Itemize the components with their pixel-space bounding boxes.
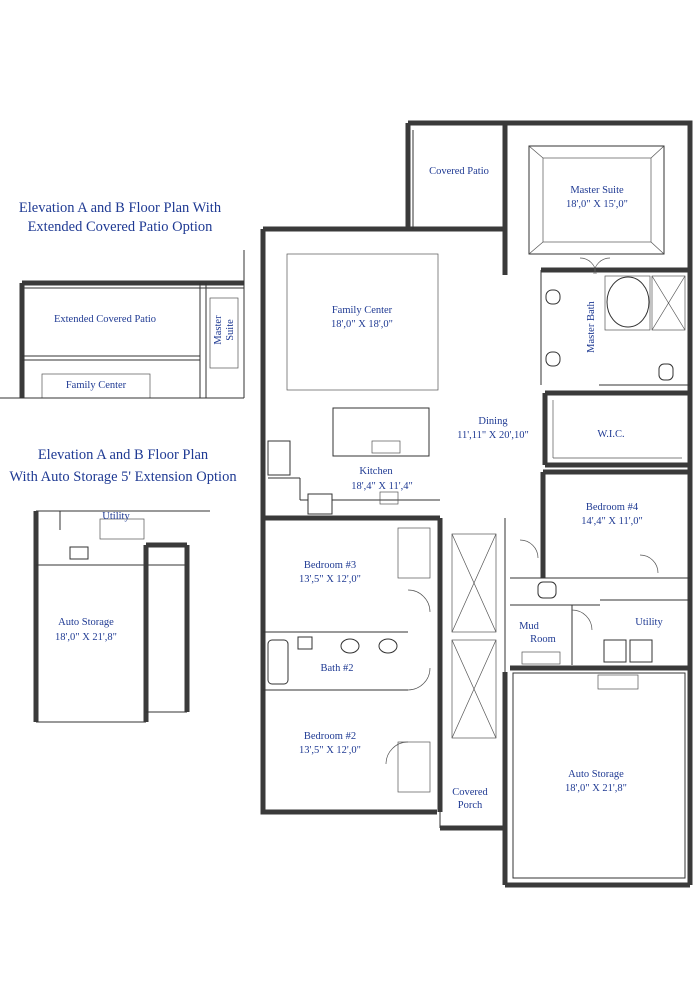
label-inset-master-1: Master <box>213 315 224 345</box>
label-utility: Utility <box>635 617 663 628</box>
label-covered-patio: Covered Patio <box>429 166 489 177</box>
label-master-bath: Master Bath <box>586 300 597 352</box>
label-bedroom-2: Bedroom #2 <box>304 731 356 742</box>
title-patio-option-2: Extended Covered Patio Option <box>28 219 214 235</box>
inset-auto-storage: Utility Auto Storage 18',0" X 21',8" <box>33 510 210 723</box>
label-dining-dim: 11',11" X 20',10" <box>457 430 529 441</box>
label-bedroom-2-dim: 13',5" X 12',0" <box>299 745 361 756</box>
label-dining: Dining <box>478 416 508 427</box>
label-inset-auto-storage-dim: 18',0" X 21',8" <box>55 632 117 643</box>
label-bedroom-4: Bedroom #4 <box>586 502 639 513</box>
label-wic: W.I.C. <box>597 429 624 440</box>
label-kitchen: Kitchen <box>359 466 393 477</box>
label-inset-auto-storage: Auto Storage <box>58 617 114 628</box>
label-kitchen-dim: 18',4" X 11',4" <box>351 481 413 492</box>
label-covered-porch-2: Porch <box>458 800 483 811</box>
title-storage-option-1: Elevation A and B Floor Plan <box>38 447 209 463</box>
label-bedroom-3: Bedroom #3 <box>304 560 356 571</box>
label-bath-2: Bath #2 <box>321 663 354 674</box>
label-covered-porch-1: Covered <box>452 787 488 798</box>
label-master-suite-dim: 18',0" X 15',0" <box>566 199 628 210</box>
label-auto-storage-dim: 18',0" X 21',8" <box>565 783 627 794</box>
title-storage-option-2: With Auto Storage 5' Extension Option <box>9 469 237 485</box>
label-family-center-dim: 18',0" X 18',0" <box>331 319 393 330</box>
label-mud-room-1: Mud <box>519 621 540 632</box>
label-inset-master-2: Suite <box>225 319 236 341</box>
label-inset-family-center: Family Center <box>66 380 127 391</box>
title-patio-option-1: Elevation A and B Floor Plan With <box>19 200 222 216</box>
label-auto-storage: Auto Storage <box>568 769 624 780</box>
label-family-center: Family Center <box>332 305 393 316</box>
main-plan: Covered Patio Master Suite 18',0" X 15',… <box>260 120 693 888</box>
label-master-suite: Master Suite <box>570 185 624 196</box>
inset-extended-patio: Extended Covered Patio Family Center Mas… <box>0 250 245 399</box>
label-mud-room-2: Room <box>530 634 556 645</box>
label-bedroom-4-dim: 14',4" X 11',0" <box>581 516 643 527</box>
label-inset-utility: Utility <box>102 511 130 522</box>
label-extended-covered-patio: Extended Covered Patio <box>54 314 156 325</box>
label-bedroom-3-dim: 13',5" X 12',0" <box>299 574 361 585</box>
